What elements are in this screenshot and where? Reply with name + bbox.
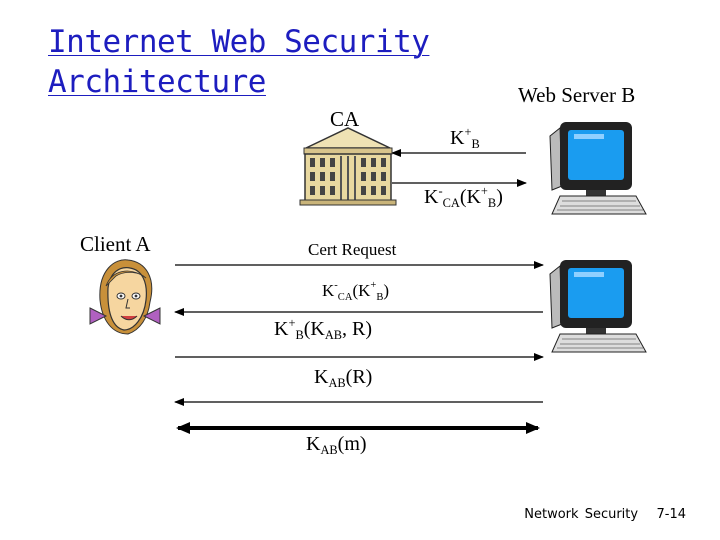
title-line-2: Architecture: [48, 64, 266, 100]
title-line-1: Internet Web Security: [48, 24, 430, 60]
msg-cert-reply: K-CA(K+B): [322, 280, 390, 303]
woman-face-icon: [89, 259, 161, 335]
web-server-label: Web Server B: [518, 83, 636, 107]
computer-icon: [549, 260, 647, 353]
msg-ca-signed-key: K-CA(K+B): [424, 184, 503, 210]
bank-building-icon: [299, 127, 397, 206]
msg-nonce-reply: KAB(R): [314, 366, 373, 390]
slide-footer: Network Security 7-14: [524, 507, 686, 522]
client-label: Client A: [80, 232, 151, 256]
footer-page-number: 7-14: [656, 507, 686, 522]
footer-course: Network Security: [524, 507, 639, 522]
ca-label: CA: [330, 107, 360, 131]
msg-encrypted-data: KAB(m): [306, 433, 367, 457]
computer-icon: [549, 122, 647, 215]
msg-session-key: K+B(KAB, R): [274, 316, 373, 342]
msg-cert-request: Cert Request: [308, 240, 397, 259]
msg-public-key-b: K+B: [450, 125, 480, 151]
page-title: Internet Web Security Architecture: [48, 22, 430, 102]
